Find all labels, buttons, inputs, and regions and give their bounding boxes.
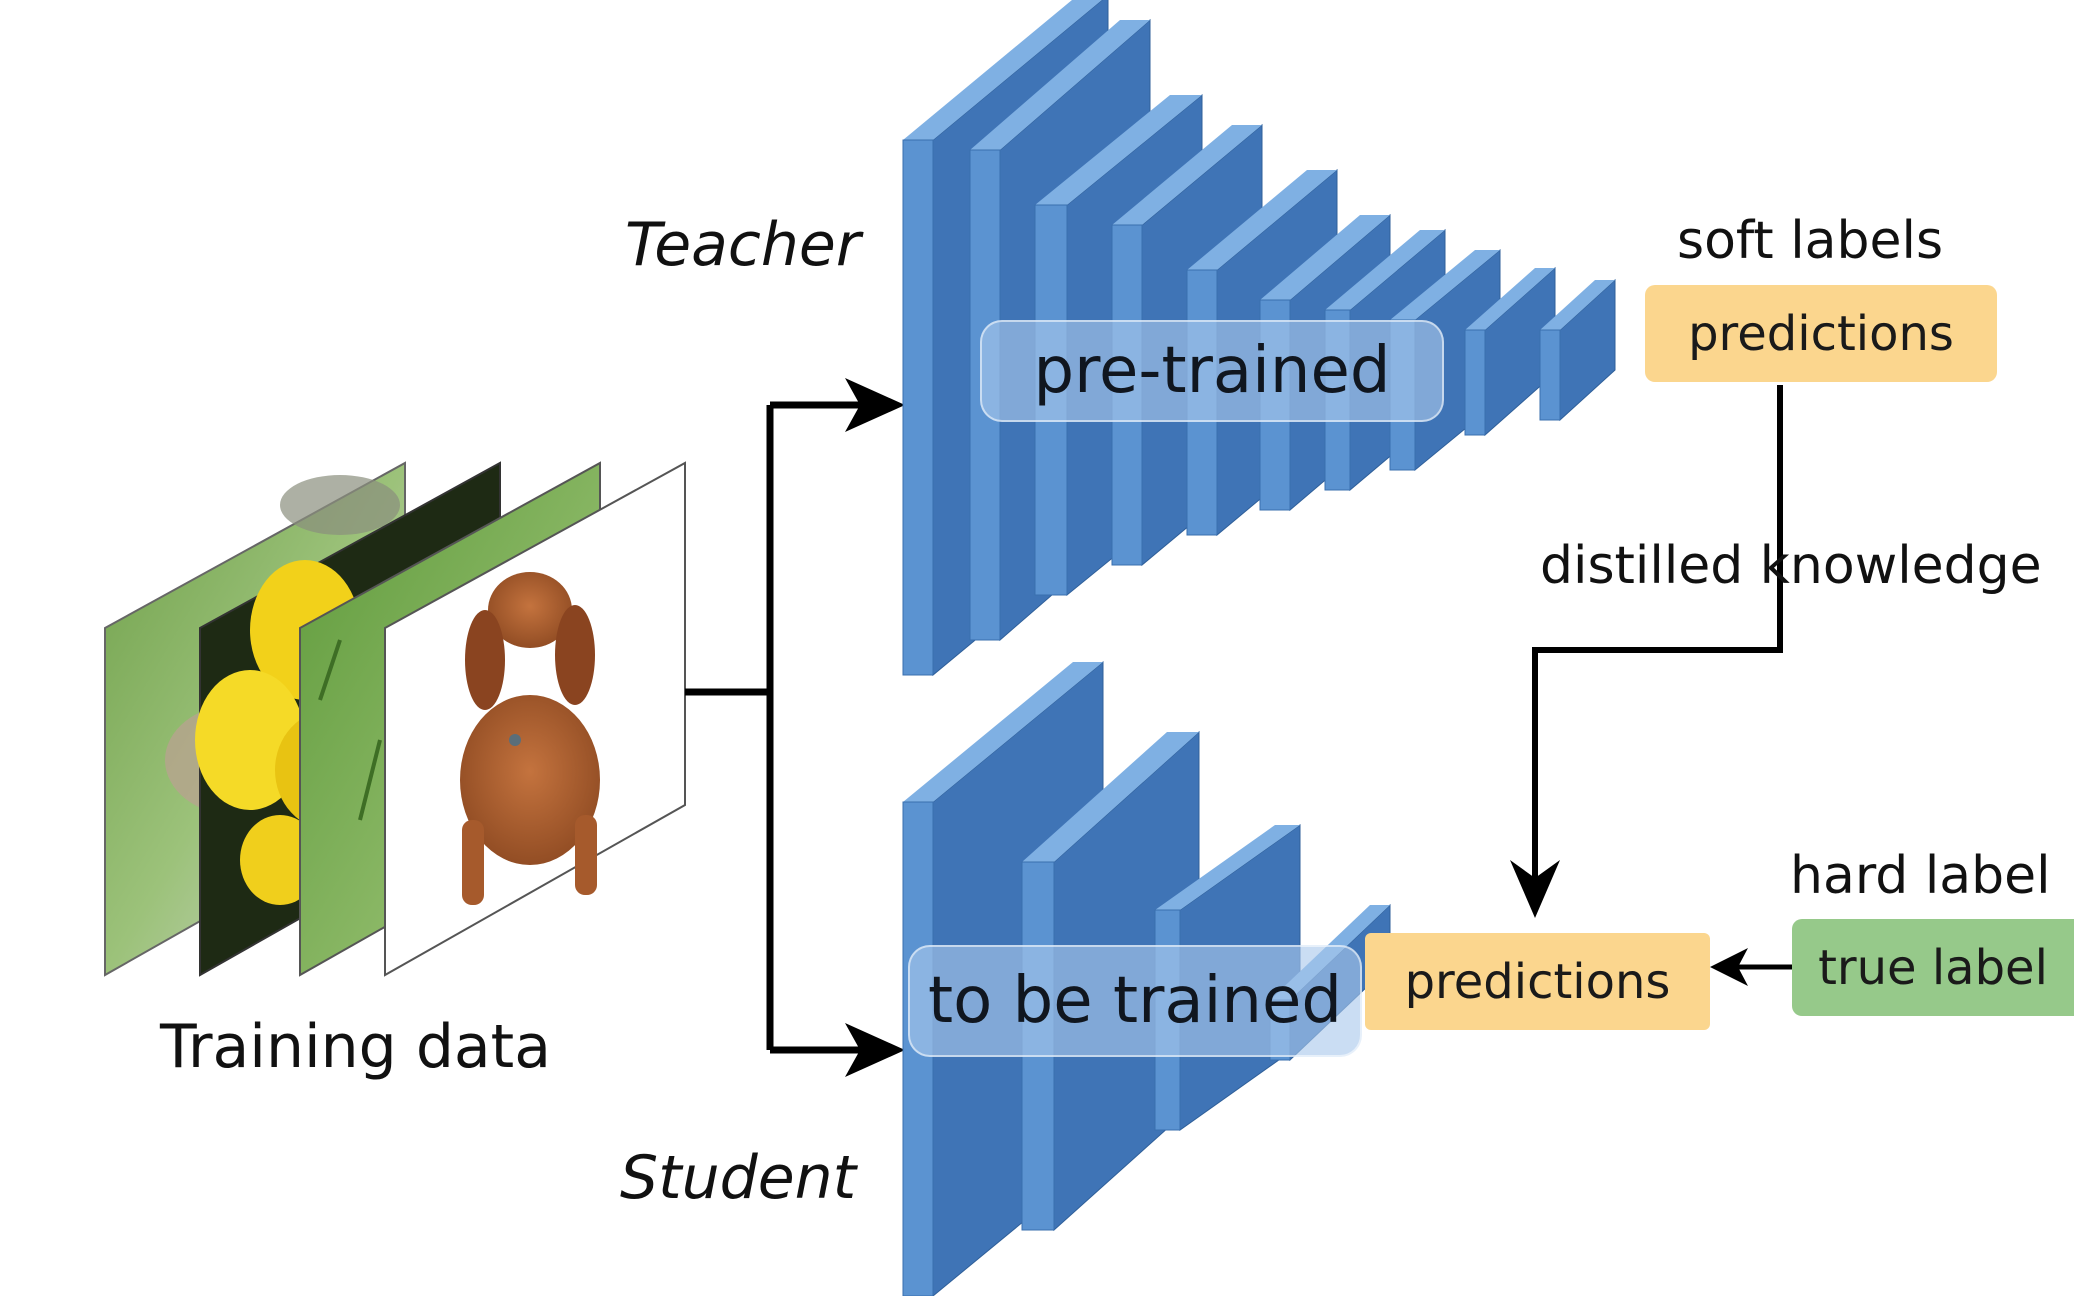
distilled-arrowhead-icon (1510, 860, 1560, 918)
to-be-trained-badge: to be trained (908, 945, 1362, 1057)
student-label: Student (620, 1143, 857, 1213)
student-predictions-box: predictions (1365, 933, 1710, 1030)
distilled-knowledge-label: distilled knowledge (1540, 536, 2042, 596)
teacher-label: Teacher (625, 210, 861, 280)
data-to-networks-connector (685, 401, 860, 1054)
true-label-arrowhead-icon (1710, 948, 1748, 986)
training-data-label: Training data (160, 1012, 551, 1082)
puppy-photo-icon (384, 461, 686, 977)
teacher-network (902, 0, 1616, 677)
teacher-predictions-box: predictions (1645, 285, 1997, 382)
training-images (104, 461, 686, 977)
teacher-layer (1464, 266, 1556, 437)
pre-trained-badge: pre-trained (980, 320, 1444, 422)
soft-labels-label: soft labels (1677, 211, 1944, 271)
teacher-input-arrowhead-icon (845, 378, 905, 432)
true-label-box: true label (1792, 919, 2074, 1016)
distilled-knowledge-arrow (1532, 385, 1783, 885)
student-input-arrowhead-icon (845, 1023, 905, 1077)
teacher-layer (1539, 278, 1616, 422)
hard-label-label: hard label (1790, 846, 2051, 906)
